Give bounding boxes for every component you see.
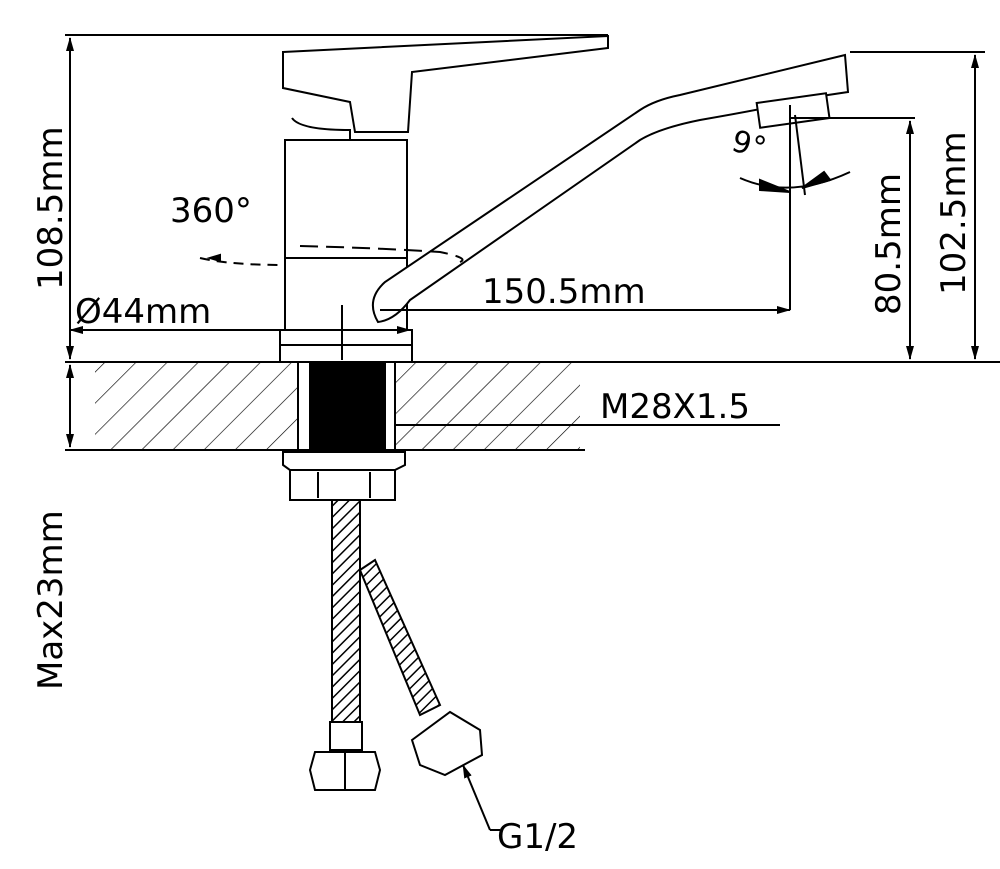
label-height-total: 108.5mm bbox=[31, 126, 71, 290]
label-spout-height: 80.5mm bbox=[869, 173, 909, 315]
hose-fitting-2 bbox=[410, 710, 484, 777]
label-diameter: Ø44mm bbox=[75, 292, 211, 332]
aerator bbox=[755, 92, 831, 129]
label-spout-reach: 150.5mm bbox=[482, 272, 646, 312]
hose-1 bbox=[331, 499, 361, 726]
label-max-countertop: Max23mm bbox=[31, 510, 71, 690]
label-thread: M28X1.5 bbox=[600, 387, 750, 427]
mounting-nut bbox=[282, 451, 406, 501]
label-aerator-angle: 9° bbox=[728, 124, 770, 167]
label-rotation: 360° bbox=[170, 191, 252, 231]
label-spout-top-height: 102.5mm bbox=[934, 131, 974, 295]
label-hose-connection: G1/2 bbox=[497, 817, 578, 857]
lever-handle bbox=[282, 34, 609, 133]
hose-2 bbox=[358, 558, 442, 717]
countertop bbox=[65, 361, 1000, 451]
